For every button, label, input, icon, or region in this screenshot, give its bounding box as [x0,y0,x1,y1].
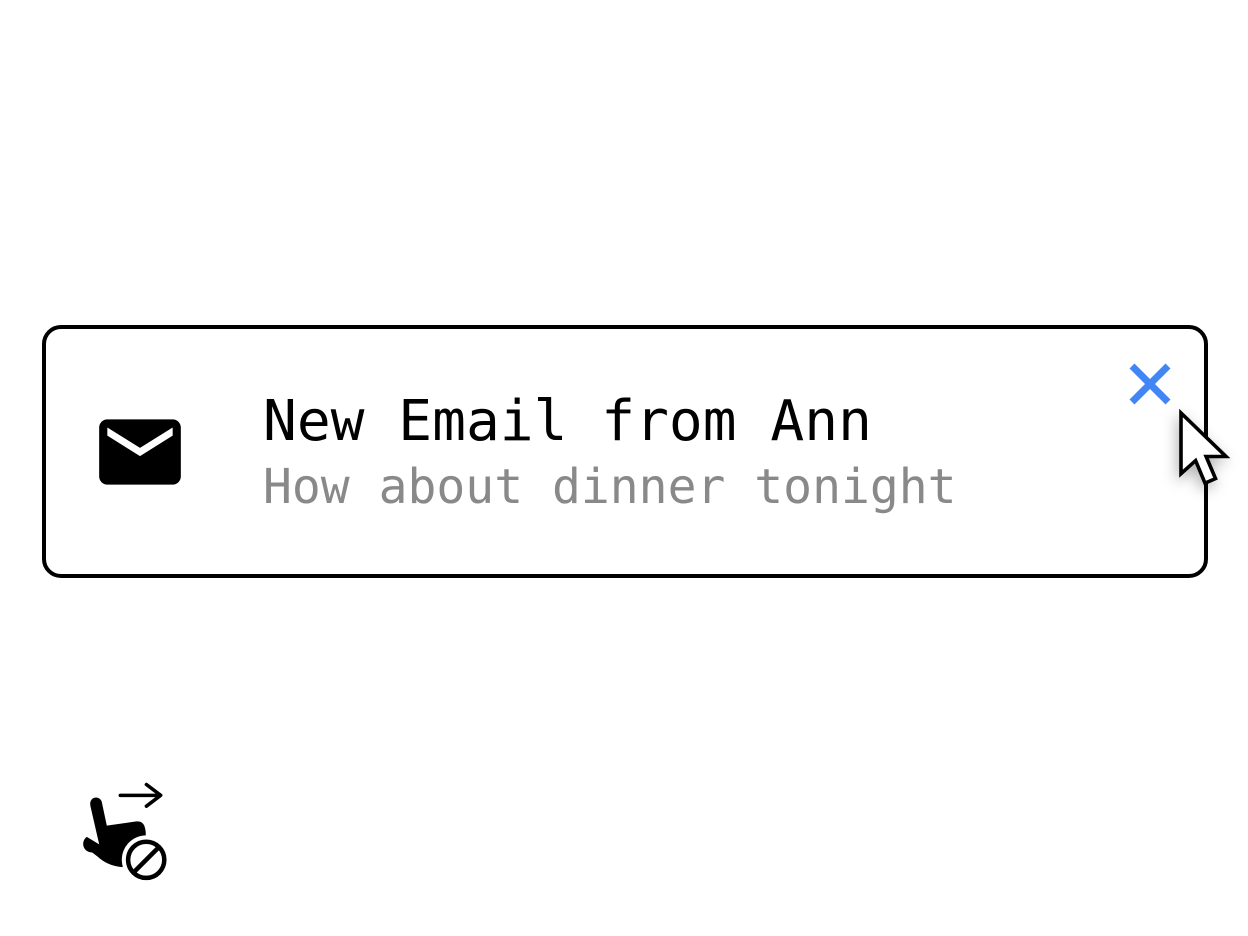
email-icon [99,419,181,485]
close-icon [1129,363,1171,405]
notification-card [42,325,1208,578]
close-button[interactable] [1120,354,1180,414]
swipe-right-blocked-icon [82,782,171,885]
notification-title: New Email from Ann [263,389,872,454]
arrow-cursor-icon [1179,408,1231,486]
notification-subtitle: How about dinner tonight [263,459,957,515]
